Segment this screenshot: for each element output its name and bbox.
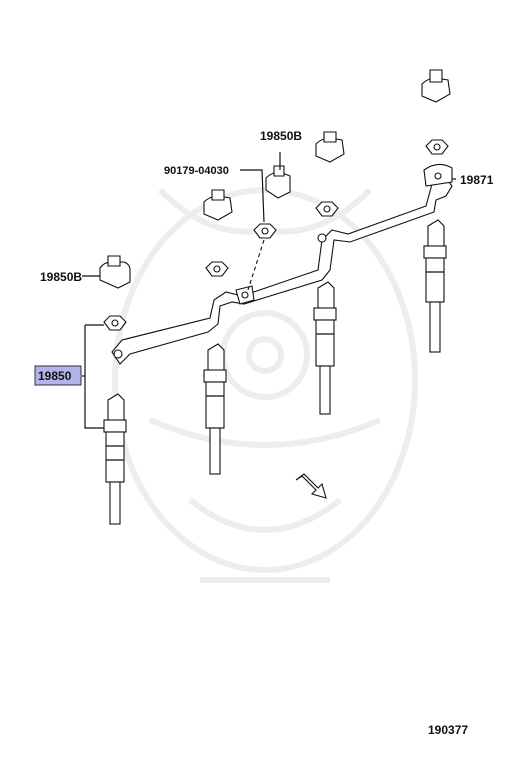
bus-bar xyxy=(111,163,453,365)
assembly-dashed-line xyxy=(247,239,265,291)
label-bus-bar: 19871 xyxy=(460,173,494,187)
connector-cap xyxy=(265,165,291,199)
figure-number: 190377 xyxy=(428,723,468,737)
connector-cap xyxy=(315,131,345,163)
nut xyxy=(205,261,229,277)
front-arrow-icon xyxy=(295,473,327,499)
label-plug-highlight xyxy=(34,365,82,386)
glow-plug-1 xyxy=(103,393,127,525)
label-connector-lower: 19850B xyxy=(40,270,82,284)
label-connector-upper: 19850B xyxy=(260,129,302,143)
bolt-part xyxy=(253,223,277,239)
glow-plug-4 xyxy=(423,219,447,353)
nut xyxy=(425,139,449,155)
plug-group-bracket xyxy=(82,324,104,429)
connector-cap xyxy=(421,69,451,103)
nut xyxy=(315,201,339,217)
nut xyxy=(103,315,127,331)
connector-cap xyxy=(203,189,233,221)
glow-plug-2 xyxy=(203,343,227,475)
label-bolt: 90179-04030 xyxy=(164,165,229,177)
connector-cap xyxy=(99,255,131,289)
label-plug: 19850 xyxy=(38,369,72,383)
watermark-emblem xyxy=(112,187,418,583)
glow-plug-3 xyxy=(313,281,337,415)
leader-line xyxy=(240,169,265,223)
